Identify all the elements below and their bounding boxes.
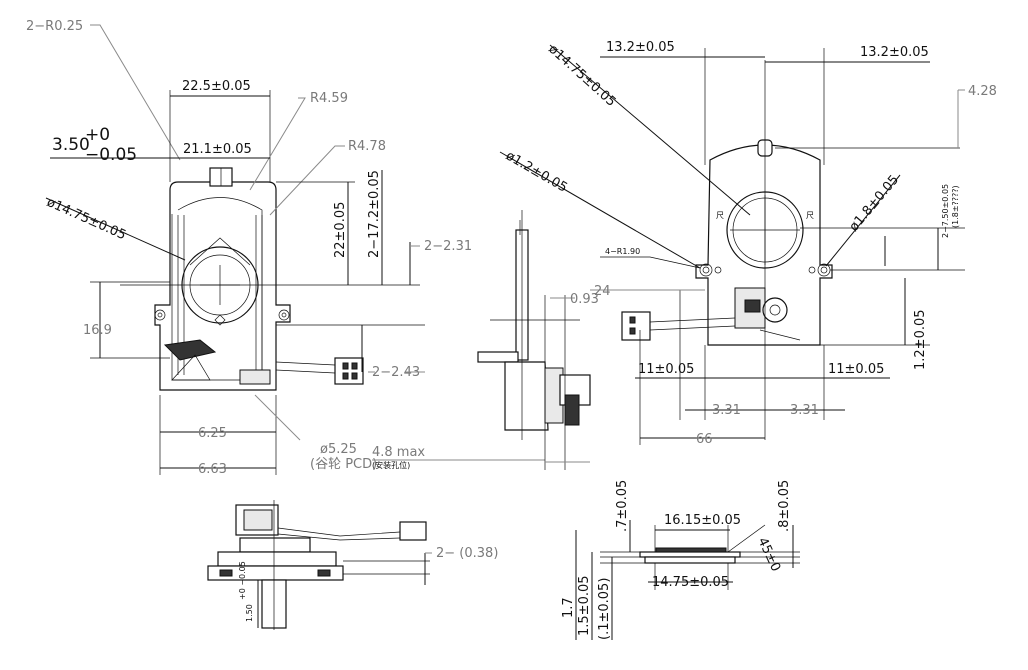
label-16-9: 16.9 xyxy=(83,323,112,338)
label-17-2: 2−17.2±0.05 xyxy=(367,170,382,258)
label-2-2-43: 2−2.43 xyxy=(372,365,420,380)
label-2-r0-25: 2−R0.25 xyxy=(26,19,83,34)
label-4-r1-90: 4−R1.90 xyxy=(605,247,640,256)
side-view xyxy=(477,210,591,440)
label-tol-base: 3.50 xyxy=(52,135,90,155)
label-r4-78: R4.78 xyxy=(348,139,386,154)
label-0-7: .7±0.05 xyxy=(615,480,630,532)
bottom-left-dimensions: 2− (0.38) 1.50 +0 −0.05 xyxy=(238,546,498,628)
label-pcd: (谷轮 PCD) xyxy=(310,457,377,472)
label-3-31-left: 3.31 xyxy=(712,403,741,418)
label-22: 22±0.05 xyxy=(333,202,348,258)
front-view xyxy=(120,167,420,391)
label-22-5: 22.5±0.05 xyxy=(182,79,251,94)
label-1-2: 1.2±0.05 xyxy=(913,309,928,370)
label-4-28: 4.28 xyxy=(968,84,997,99)
label-2-7-50-sub: (1.8±????) xyxy=(951,185,960,228)
label-dia-1-8: ø1.8±0.05 xyxy=(847,172,903,234)
label-11-right: 11±0.05 xyxy=(828,362,884,377)
label-dia-1-2: ø1.2±0.05 xyxy=(503,148,570,195)
side-view-dimensions: 0.93 xyxy=(544,292,599,470)
label-dia-5-25: ø5.25 xyxy=(320,442,357,457)
label-16-15: 16.15±0.05 xyxy=(664,513,741,528)
front-view-dimensions: 2−R0.25 22.5±0.05 R4.59 R4.78 3.50 +0 −0… xyxy=(26,19,545,477)
label-1-50-tol: +0 −0.05 xyxy=(238,561,247,600)
label-0-1: (.1±0.05) xyxy=(597,578,612,640)
label-13-2-left: 13.2±0.05 xyxy=(606,40,675,55)
tiny-mark-left: 尺 xyxy=(716,211,724,220)
label-1-50: 1.50 xyxy=(245,604,254,622)
label-6-63: 6.63 xyxy=(198,462,227,477)
label-14-75-bottom: 14.75±0.05 xyxy=(652,575,729,590)
label-24: 24 xyxy=(594,284,611,299)
label-1-7: 1.7 xyxy=(561,597,576,618)
label-dia-14-75-left: ø14.75±0.05 xyxy=(44,195,128,243)
tiny-mark-right: 尺 xyxy=(806,211,814,220)
label-2-7-50: 2−7.50±0.05 xyxy=(941,184,950,238)
label-66: 66 xyxy=(696,432,713,447)
label-tol-lower: −0.05 xyxy=(85,145,137,165)
label-6-25: 6.25 xyxy=(198,426,227,441)
label-21-1: 21.1±0.05 xyxy=(183,142,252,157)
label-4-8-max: 4.8 max xyxy=(372,445,425,460)
label-tol-upper: +0 xyxy=(85,125,110,145)
label-0-8: .8±0.05 xyxy=(777,480,792,532)
label-45-deg: 45±0 xyxy=(754,535,783,574)
label-r4-59: R4.59 xyxy=(310,91,348,106)
label-pcd-note: (安装孔位) xyxy=(372,460,410,470)
label-11-left: 11±0.05 xyxy=(638,362,694,377)
label-2-2-31: 2−2.31 xyxy=(424,239,472,254)
bottom-left-view xyxy=(207,500,427,630)
label-3-31-right: 3.31 xyxy=(790,403,819,418)
label-1-5: 1.5±0.05 xyxy=(577,575,592,636)
label-0-93: 0.93 xyxy=(570,292,599,307)
bottom-right-view xyxy=(600,524,800,564)
label-2-0-38: 2− (0.38) xyxy=(436,546,498,561)
top-view: 尺 尺 xyxy=(621,60,833,440)
label-13-2-right: 13.2±0.05 xyxy=(860,45,929,60)
